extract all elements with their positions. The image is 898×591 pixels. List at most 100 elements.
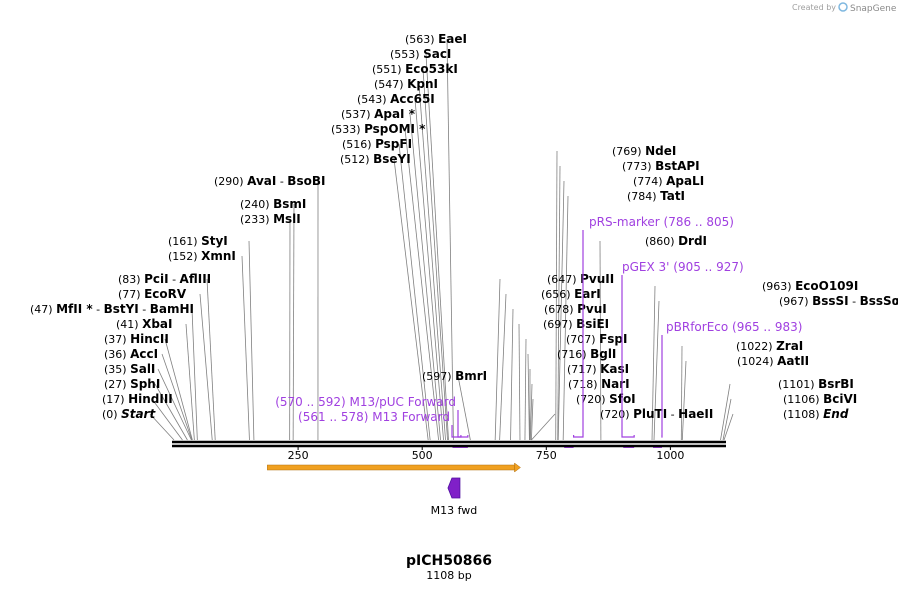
enzyme-name: AflIII (180, 272, 212, 286)
enzyme-leader-line (292, 203, 295, 441)
enzyme-position: (83) (118, 273, 144, 286)
feature-name: pBRforEco (666, 320, 728, 334)
enzyme-leader-line (151, 398, 183, 441)
enzyme-position: (152) (168, 250, 201, 263)
feature-label: pBRforEco (965 .. 983) (666, 320, 802, 334)
enzyme-name: - (667, 408, 678, 421)
enzyme-name: EcoRV (144, 287, 187, 301)
enzyme-leader-line (524, 338, 527, 441)
enzyme-name: EcoO109I (795, 279, 858, 293)
feature-label: pRS-marker (786 .. 805) (589, 215, 734, 229)
enzyme-name: PvuII (580, 272, 614, 286)
enzyme-leader-line (414, 98, 444, 441)
enzyme-label: (647) PvuII (547, 272, 614, 286)
enzyme-label: (83) PciI - AflIII (118, 272, 211, 286)
enzyme-position: (720) (576, 393, 609, 406)
enzyme-name: ApaLI (666, 174, 704, 188)
enzyme-name: SalI (130, 362, 155, 376)
enzyme-label: (563) EaeI (405, 32, 467, 46)
enzyme-name: AccI (130, 347, 158, 361)
enzyme-position: (773) (622, 160, 655, 173)
feature-name: M13 Forward (372, 410, 450, 424)
enzyme-position: (718) (568, 378, 601, 391)
enzyme-name: HaeII (678, 407, 713, 421)
enzyme-position: (543) (357, 93, 390, 106)
enzyme-name: NarI (601, 377, 630, 391)
feature-leader (621, 275, 635, 438)
enzyme-label: (597) BmrI (422, 369, 487, 383)
enzyme-name: KpnI (407, 77, 438, 91)
axis-tick-label: 1000 (656, 449, 684, 462)
enzyme-position: (27) (104, 378, 130, 391)
enzyme-leader-line (555, 150, 558, 441)
enzyme-leader-line (557, 165, 561, 441)
enzyme-leader-line (722, 398, 732, 441)
enzyme-label: (720) SfoI (576, 392, 636, 406)
enzyme-leader-line (457, 375, 471, 441)
enzyme-label: (551) Eco53kI (372, 62, 458, 76)
enzyme-leader-line (248, 240, 255, 441)
enzyme-label: (533) PspOMI * (331, 122, 426, 136)
enzyme-label: (707) FspI (566, 332, 627, 346)
enzyme-leader-line (393, 158, 429, 441)
orf-body (267, 464, 515, 471)
enzyme-position: (720) (600, 408, 633, 421)
feature-range: (905 .. 927) (669, 260, 743, 274)
enzyme-name: StyI (201, 234, 228, 248)
enzyme-position: (77) (118, 288, 144, 301)
enzyme-leader-line (531, 413, 556, 441)
enzyme-position: (41) (116, 318, 142, 331)
enzyme-label: (720) PluTI - HaeII (600, 407, 713, 421)
enzyme-leader-line (161, 353, 193, 441)
enzyme-label: (77) EcoRV (118, 287, 187, 301)
enzyme-name: - (93, 303, 104, 316)
enzyme-label: (774) ApaLI (633, 174, 704, 188)
enzyme-name: EarI (574, 287, 601, 301)
plasmid-length: 1108 bp (426, 569, 471, 582)
enzyme-leader-line (653, 300, 660, 441)
feature-range: (561 .. 578) (298, 410, 372, 424)
credit-prefix: Created by (792, 3, 836, 12)
enzyme-name: NdeI (645, 144, 676, 158)
snapgene-logo-icon (838, 2, 848, 12)
enzyme-label: (656) EarI (541, 287, 601, 301)
enzyme-label: (1022) ZraI (736, 339, 803, 353)
enzyme-name: BstAPI (655, 159, 700, 173)
enzyme-label: (784) TatI (627, 189, 685, 203)
enzyme-label: (36) AccI (104, 347, 158, 361)
enzyme-position: (1106) (783, 393, 823, 406)
enzyme-leader-line (499, 293, 507, 441)
enzyme-position: (37) (104, 333, 130, 346)
enzyme-position: (963) (762, 280, 795, 293)
enzyme-label: (512) BseYI (340, 152, 411, 166)
enzyme-label: (0) Start (102, 407, 156, 421)
feature-label: (561 .. 578) M13 Forward (298, 410, 450, 424)
sequence-backbone (172, 440, 726, 448)
feature-range: (965 .. 983) (728, 320, 802, 334)
enzyme-label: (967) BssSI - BssSαI (779, 294, 898, 308)
snapgene-credit: Created by SnapGene (792, 2, 897, 14)
enzyme-leader-line (425, 53, 449, 441)
enzyme-name: End (823, 407, 849, 421)
enzyme-label: (1108) End (783, 407, 849, 421)
feature-name: M13/pUC Forward (349, 395, 456, 409)
enzyme-position: (161) (168, 235, 201, 248)
enzyme-name: BsmI (273, 197, 306, 211)
enzyme-leader-line (562, 195, 569, 441)
axis-tick-label: 250 (288, 449, 309, 462)
enzyme-name: HincII (130, 332, 169, 346)
enzyme-position: (512) (340, 153, 373, 166)
enzyme-position: (233) (240, 213, 273, 226)
enzyme-leader-line (206, 278, 216, 441)
enzyme-name: - (139, 303, 150, 316)
enzyme-name: BsrBI (818, 377, 854, 391)
enzyme-leader-line (446, 38, 454, 441)
enzyme-label: (516) PspFI (342, 137, 412, 151)
enzyme-position: (967) (779, 295, 812, 308)
enzyme-label: (543) Acc65I (357, 92, 435, 106)
plasmid-name: pICH50866 (406, 553, 492, 569)
enzyme-name: Acc65I (390, 92, 435, 106)
enzyme-name: BglI (590, 347, 616, 361)
